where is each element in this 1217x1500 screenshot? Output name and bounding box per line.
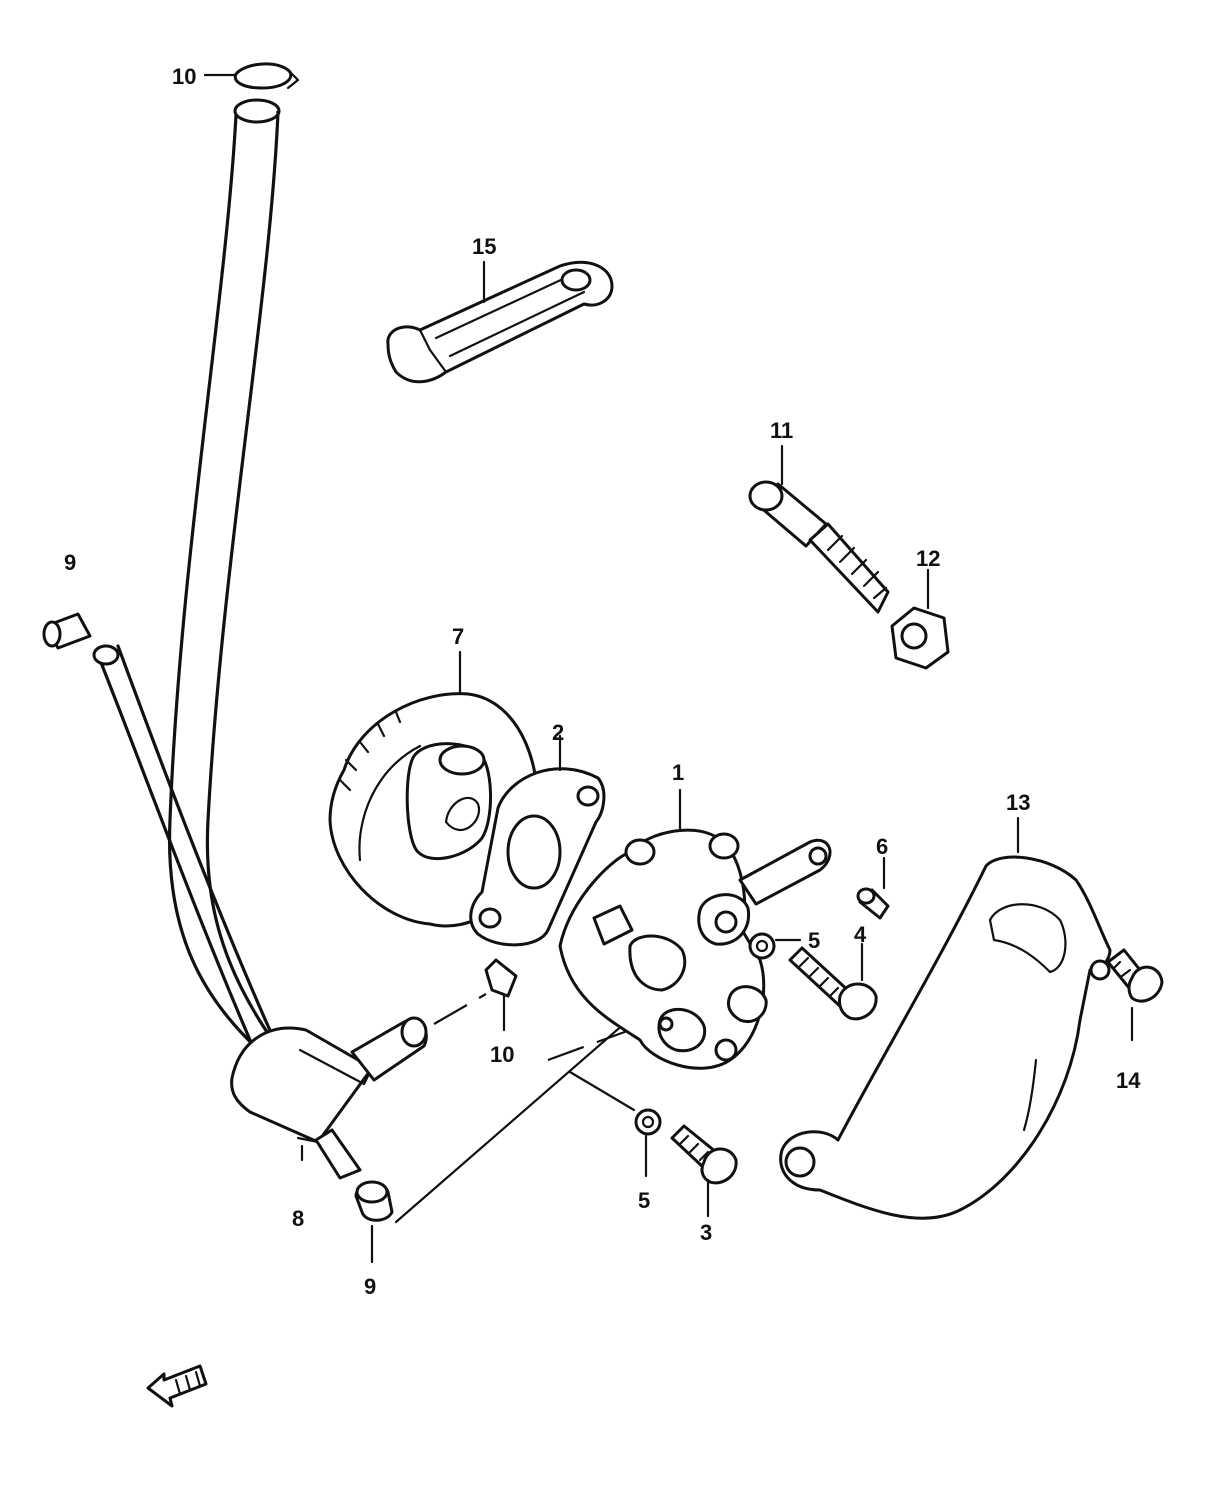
- callout-8: 8: [292, 1206, 304, 1231]
- part-1-oil-pump: [558, 788, 832, 1070]
- part-12-nut: [890, 568, 950, 670]
- part-callouts: 10 15 11 12 9 7 2 1 13 6 5 4 10 14 5 3 8…: [64, 64, 1141, 1299]
- part-6-small-bolt: [856, 856, 890, 920]
- callout-5-right: 5: [808, 928, 820, 953]
- callout-7: 7: [452, 624, 464, 649]
- callout-5-bottom: 5: [638, 1188, 650, 1213]
- callout-3: 3: [700, 1220, 712, 1245]
- part-5-washer-bottom: [634, 1108, 662, 1178]
- callout-15: 15: [472, 234, 496, 259]
- part-9-top-cap: [42, 612, 92, 650]
- front-direction-arrow-icon: [146, 1364, 208, 1408]
- callout-4: 4: [854, 922, 867, 947]
- part-8-hose-joint: [230, 1016, 428, 1180]
- callout-12: 12: [916, 546, 940, 571]
- callout-14: 14: [1116, 1068, 1141, 1093]
- part-11-bolt: [748, 444, 890, 614]
- part-15-bracket: [386, 260, 614, 384]
- part-9-bottom-cap: [354, 1180, 394, 1264]
- part-3-bolt: [670, 1124, 738, 1218]
- callout-11: 11: [770, 418, 793, 443]
- part-10-middle-clip: [484, 958, 518, 1032]
- part-2-gasket: [469, 734, 606, 947]
- part-10-top-clip: [203, 62, 300, 90]
- part-5-washer-right: [748, 932, 802, 960]
- part-4-bolt: [788, 942, 878, 1021]
- part-13-pump-cover: [779, 816, 1112, 1220]
- callout-10-top: 10: [172, 64, 196, 89]
- part-14-bolt: [1106, 948, 1164, 1042]
- callout-2: 2: [552, 720, 564, 745]
- callout-10-middle: 10: [490, 1042, 514, 1067]
- short-oil-hose: [92, 644, 274, 1042]
- callout-9-top: 9: [64, 550, 76, 575]
- callout-6: 6: [876, 834, 888, 859]
- callout-1: 1: [672, 760, 684, 785]
- callout-9-bottom: 9: [364, 1274, 376, 1299]
- callout-13: 13: [1006, 790, 1030, 815]
- long-oil-hose: [167, 98, 306, 1089]
